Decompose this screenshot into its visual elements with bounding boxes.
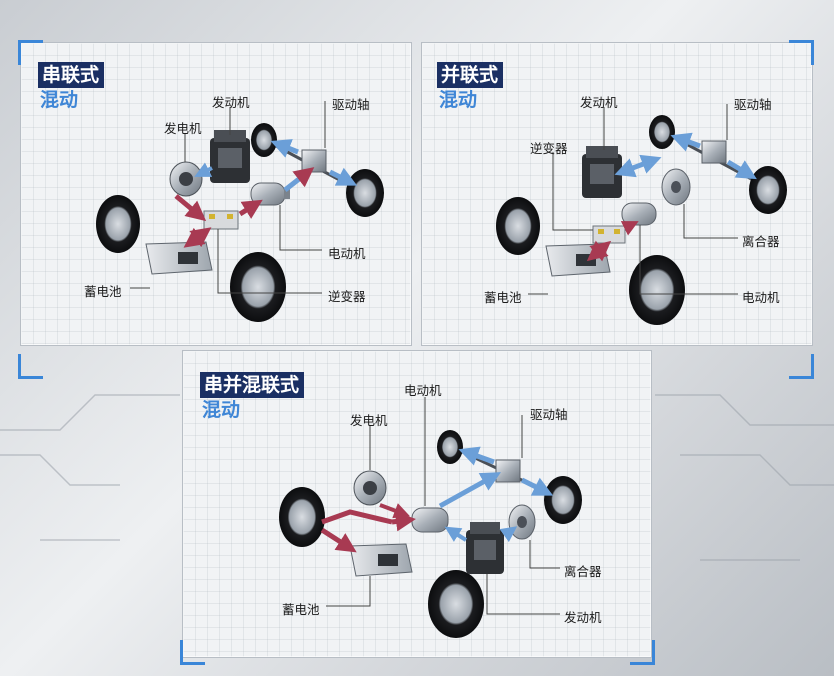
inverter-unit (592, 225, 626, 244)
motor-unit (250, 182, 290, 206)
label-engine: 发动机 (212, 95, 250, 110)
inverter-unit (203, 210, 239, 230)
label-battery: 蓄电池 (84, 284, 122, 299)
parallel-hybrid-title: 并联式 混动 (437, 62, 504, 112)
parallel-hybrid-panel (421, 42, 813, 346)
corner-mark (630, 640, 655, 665)
series-parallel-hybrid-panel (182, 350, 652, 658)
power-flow-arrow (174, 194, 207, 222)
engine-block (210, 130, 250, 183)
label-generator: 发电机 (164, 121, 202, 136)
wheel (230, 252, 286, 322)
corner-mark (789, 40, 814, 65)
series-parallel-diagram (279, 397, 582, 638)
power-flow-arrow (238, 199, 263, 219)
label-inverter: 逆变器 (328, 289, 366, 304)
label-motor: 电动机 (742, 290, 780, 305)
drive-flow-arrow (328, 167, 358, 186)
motor-unit (411, 507, 449, 533)
power-flow-arrow (620, 221, 639, 236)
series-hybrid-panel (20, 42, 412, 346)
label-engine: 发动机 (580, 95, 618, 110)
power-flow-arrow (586, 240, 612, 262)
wheel (496, 197, 540, 255)
wheel (346, 169, 384, 217)
label-clutch: 离合器 (742, 234, 780, 249)
wheel (749, 166, 787, 214)
motor-unit (621, 202, 657, 226)
drive-flow-arrow (444, 526, 468, 542)
wheel (251, 123, 277, 157)
wheel (544, 476, 582, 524)
label-inverter: 逆变器 (530, 141, 568, 156)
label-drive-shaft: 驱动轴 (734, 97, 772, 112)
power-flow-arrow (183, 227, 212, 248)
corner-mark (18, 354, 43, 379)
drive-flow-arrow (458, 446, 495, 466)
power-flow-arrow (379, 503, 410, 519)
drive-flow-arrow (614, 154, 662, 178)
wheel (279, 487, 325, 547)
drive-flow-arrow (283, 167, 315, 192)
label-generator: 发电机 (350, 413, 388, 428)
drive-flow-arrow (499, 526, 518, 543)
series-diagram (96, 101, 384, 322)
label-drive-shaft: 驱动轴 (530, 407, 568, 422)
series-parallel-hybrid-title: 串并混联式 混动 (200, 372, 305, 422)
clutch-disc (661, 168, 691, 206)
drive-flow-arrow (726, 159, 757, 180)
drive-flow-arrow (438, 472, 501, 509)
differential (301, 149, 327, 173)
parallel-diagram (496, 104, 787, 325)
engine-block (466, 522, 504, 574)
label-battery: 蓄电池 (484, 290, 522, 305)
wheel (437, 430, 463, 464)
leader-lines (528, 104, 738, 295)
differential (495, 459, 521, 483)
label-drive-shaft: 驱动轴 (332, 97, 370, 112)
corner-mark (789, 354, 814, 379)
power-flow-arrow (321, 509, 393, 525)
drive-flow-arrow (670, 132, 701, 152)
leader-lines (326, 397, 560, 615)
drive-flow-arrow (270, 139, 299, 158)
series-hybrid-title: 串联式 混动 (38, 62, 105, 112)
drive-flow-arrow (194, 162, 213, 177)
label-motor: 电动机 (328, 246, 366, 261)
leader-lines (130, 101, 326, 294)
clutch-disc (508, 504, 536, 540)
wheel (649, 115, 675, 149)
label-motor: 电动机 (404, 383, 442, 398)
corner-mark (18, 40, 43, 65)
wheel (629, 255, 685, 325)
generator-unit (353, 470, 387, 506)
wheel (96, 195, 140, 253)
engine-block (582, 146, 622, 198)
battery-pack (145, 241, 213, 275)
power-flow-arrow (391, 511, 416, 532)
drive-flow-arrow (520, 477, 554, 496)
generator-unit (169, 161, 203, 197)
label-battery: 蓄电池 (282, 602, 320, 617)
differential (701, 140, 727, 164)
wheel (428, 570, 484, 638)
label-clutch: 离合器 (564, 564, 602, 579)
power-flow-arrow (320, 527, 357, 553)
corner-mark (180, 640, 205, 665)
battery-pack (349, 543, 413, 577)
label-engine: 发动机 (564, 610, 602, 625)
